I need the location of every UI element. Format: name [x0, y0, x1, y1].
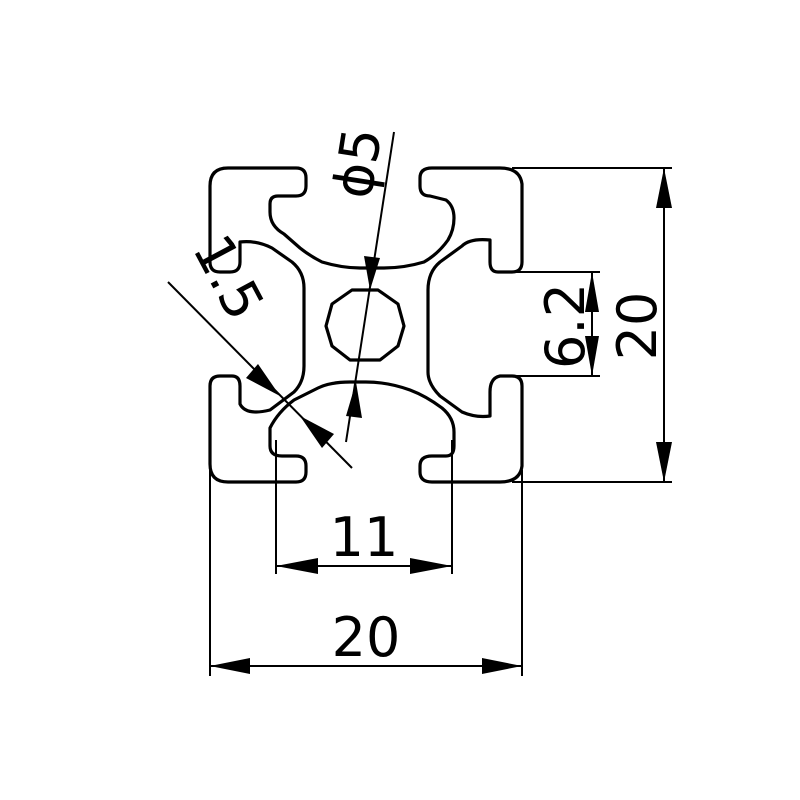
arrow-wall-lower — [300, 416, 334, 448]
arrow-wall-upper — [246, 364, 280, 396]
arrow-slot-width-top — [585, 272, 599, 312]
arrow-slot-right — [410, 558, 452, 574]
label-slot-opening: 11 — [330, 506, 399, 569]
dimension-lines — [167, 131, 672, 676]
profile-outline — [208, 166, 524, 484]
arrow-slot-left — [276, 558, 318, 574]
label-height: 20 — [606, 292, 669, 361]
label-width: 20 — [332, 606, 401, 669]
arrow-slot-width-bottom — [585, 336, 599, 376]
arrow-height-bottom — [656, 442, 672, 482]
label-wall: 1.5 — [180, 225, 276, 330]
arrow-width-left — [210, 658, 250, 674]
label-center-bore: ϕ5 — [321, 124, 394, 203]
arrow-bore-bottom — [346, 382, 362, 418]
center-bore — [324, 288, 406, 362]
corner-top-left — [208, 166, 524, 484]
arrow-bore-top — [364, 256, 380, 290]
label-slot-width: 6.2 — [534, 283, 597, 369]
arrow-width-right — [482, 658, 522, 674]
arrow-height-top — [656, 168, 672, 208]
